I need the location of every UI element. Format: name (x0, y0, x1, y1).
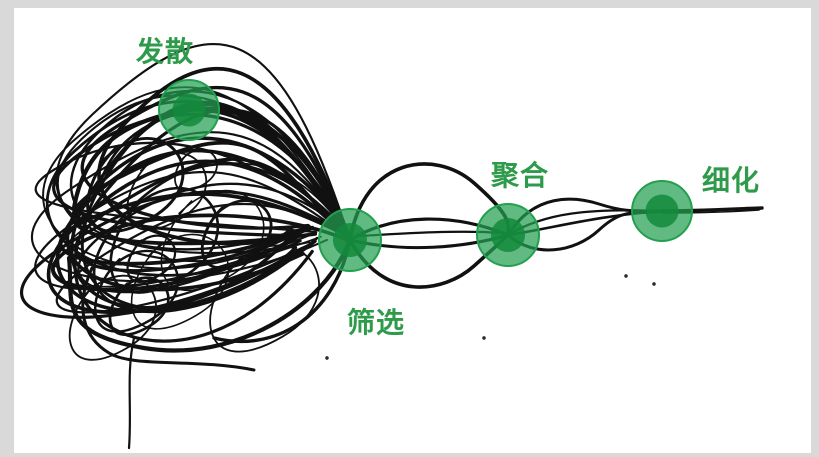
scribble-line (97, 66, 352, 246)
speck (652, 282, 656, 286)
stage-label-converge: 聚合 (491, 159, 550, 192)
scribble-line (71, 141, 352, 246)
speck (624, 274, 628, 278)
diagram-canvas: 发散 筛选 聚合 细化 (14, 8, 811, 453)
scribble-line (20, 190, 352, 319)
scribble-line (109, 186, 220, 294)
diverge-node-icon (158, 79, 220, 141)
scribble-line (66, 237, 353, 353)
stage-label-refine: 细化 (702, 164, 761, 197)
scribble-line (74, 157, 352, 273)
scribble-line (200, 199, 273, 270)
scribble-line (77, 182, 352, 294)
scribble-strands (20, 42, 764, 450)
scribble-line (81, 266, 256, 372)
stage-label-diverge: 发散 (136, 35, 195, 68)
converge-node-icon (476, 203, 540, 267)
stage-nodes (158, 79, 693, 272)
speck (482, 336, 486, 340)
refine-node-icon (631, 180, 693, 242)
scribble-line (30, 131, 352, 283)
stage-label-filter: 筛选 (347, 306, 406, 339)
scribble-line (108, 276, 170, 336)
scribble-line (126, 152, 208, 231)
scribble-diagram (20, 42, 764, 450)
scribble-line (126, 234, 177, 283)
speck (325, 356, 329, 360)
scribble-line (209, 244, 320, 353)
scribble-line (127, 336, 136, 450)
scribble-line (34, 170, 352, 291)
scribble-line (174, 148, 218, 192)
filter-node-icon (318, 208, 382, 272)
scribble-line (94, 249, 180, 333)
scribble-line (160, 189, 265, 291)
scribble-line (68, 274, 157, 361)
scribble-line (86, 137, 185, 233)
scribble-line (80, 85, 352, 241)
